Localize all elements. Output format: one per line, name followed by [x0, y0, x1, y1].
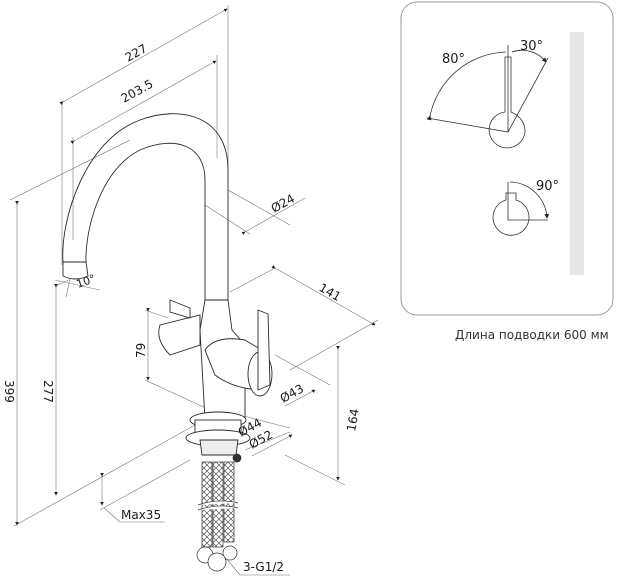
- angle-lower-label: 90°: [536, 179, 559, 194]
- supply-hoses: [196, 453, 242, 572]
- dim-width-outer: 227: [123, 41, 150, 64]
- dim-total-height: 399: [2, 380, 16, 403]
- angle-right-label: 30°: [520, 39, 543, 54]
- dim-max-counter: Max35: [121, 508, 161, 522]
- dimension-lines: [9, 5, 379, 576]
- faucet-body: [62, 113, 273, 456]
- dim-body-diameter: Ø43: [278, 381, 306, 405]
- dim-lever-height: 79: [134, 343, 148, 358]
- rotation-panel: [400, 1, 614, 316]
- dim-spout-angle: 10°: [75, 272, 98, 291]
- angle-left-label: 80°: [442, 52, 465, 67]
- dim-connection-thread: 3-G1/2: [243, 560, 284, 574]
- dim-width-spout: 203.5: [119, 77, 156, 106]
- dim-spout-diameter: Ø24: [269, 191, 297, 215]
- hose-length-caption: Длина подводки 600 мм: [455, 328, 609, 342]
- dim-handle-reach: 141: [317, 280, 344, 304]
- dim-spout-height: 277: [41, 380, 55, 403]
- dim-mount-height: 164: [344, 408, 362, 433]
